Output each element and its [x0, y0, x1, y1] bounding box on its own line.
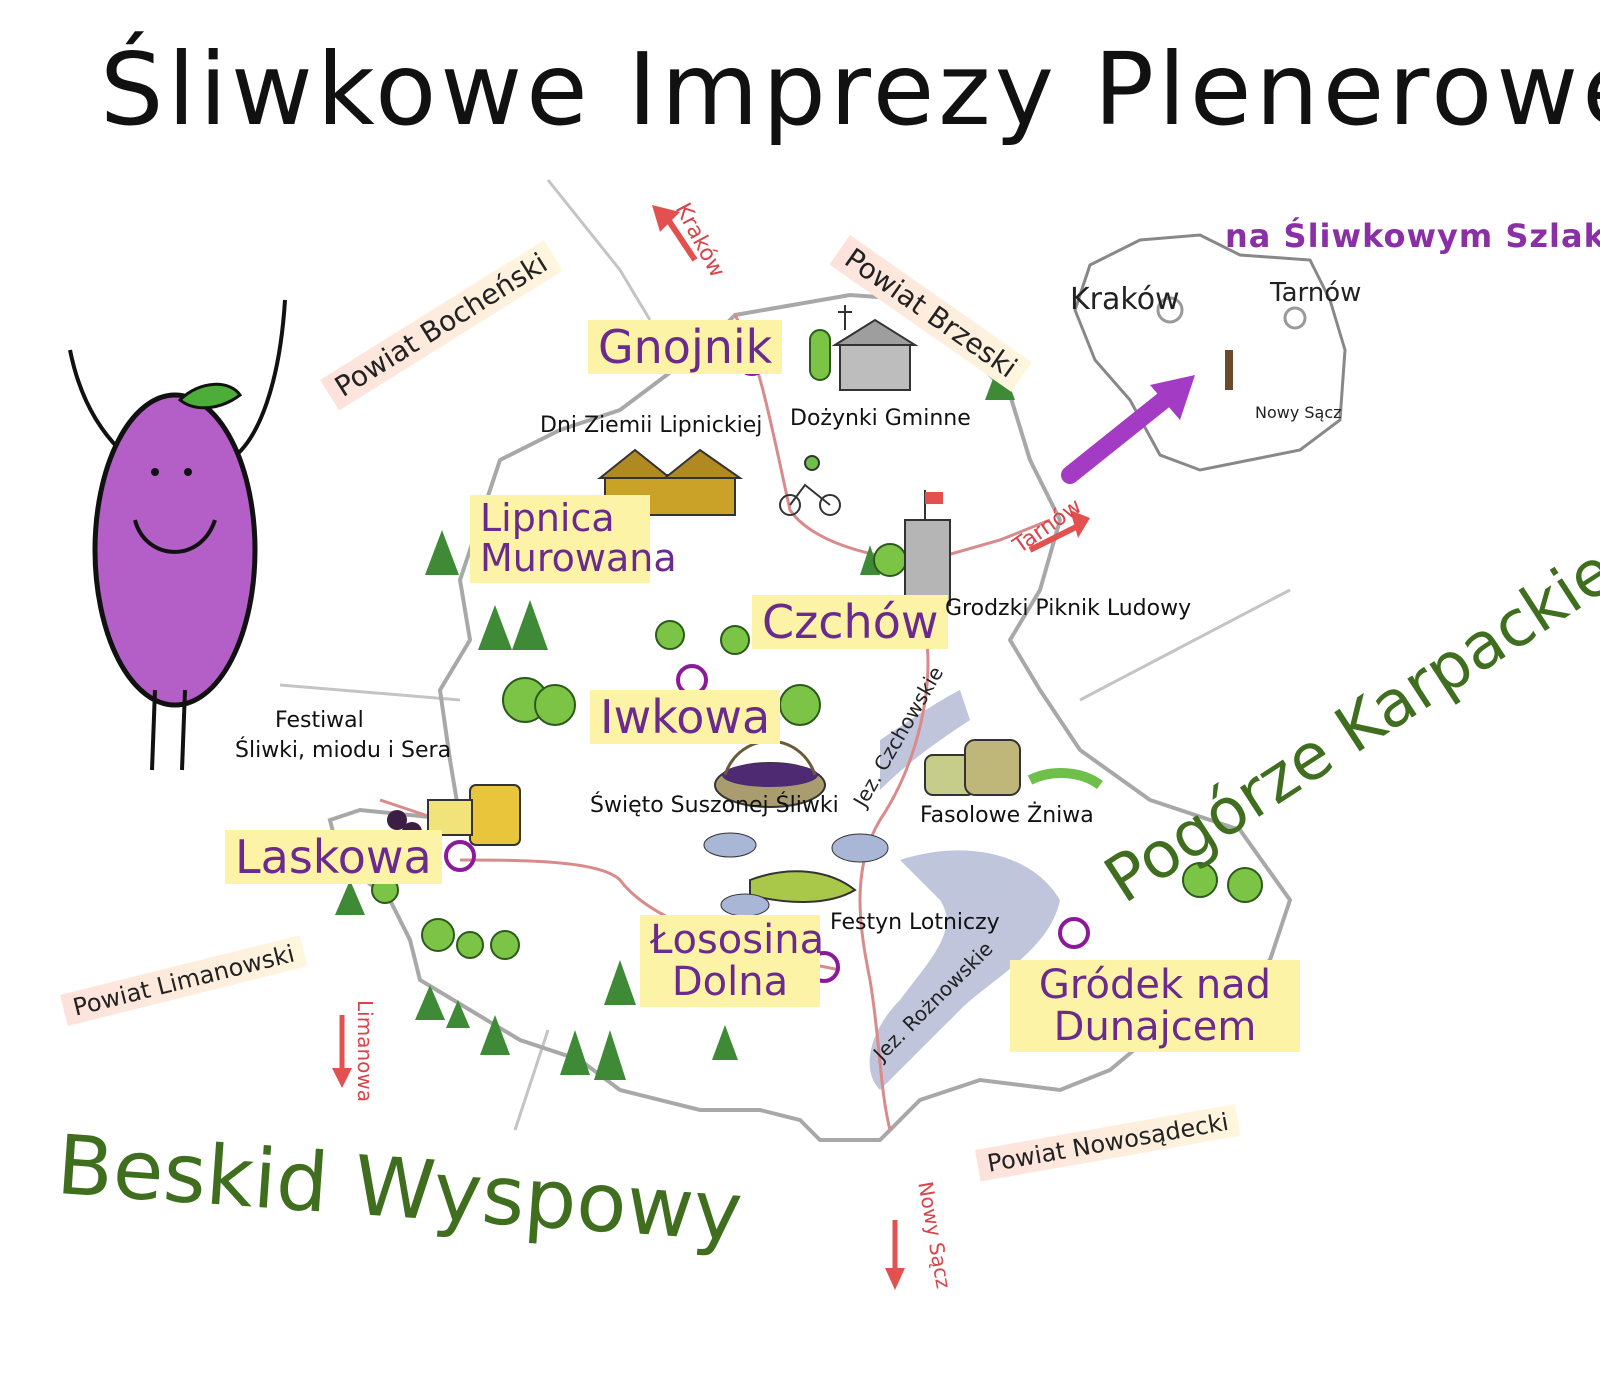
inset-arrow	[1061, 386, 1179, 484]
map-title: Śliwkowe Imprezy Plenerowe	[100, 31, 1600, 148]
town-laskowa: Laskowa	[225, 830, 442, 884]
event-swieto: Święto Suszonej Śliwki	[590, 793, 839, 818]
town-czchow: Czchów	[752, 595, 949, 649]
event-dozynki: Dożynki Gminne	[790, 406, 971, 431]
bean-sacks-icon	[924, 739, 1103, 796]
basket-icon	[714, 739, 826, 808]
lakes	[869, 690, 1060, 1090]
castle-tower-icon	[904, 490, 951, 606]
town-iwkowa: Iwkowa	[590, 690, 781, 744]
marker-laskowa	[444, 840, 476, 872]
inset-city-krakow: Kraków	[1070, 282, 1180, 317]
town-gnojnik: Gnojnik	[588, 320, 783, 374]
town-lipnica-murowana: Lipnica Murowana	[470, 495, 677, 583]
event-dni-ziemii: Dni Ziemii Lipnickiej	[540, 413, 763, 438]
event-festyn: Festyn Lotniczy	[830, 910, 1000, 935]
arrow-krakow	[662, 213, 698, 262]
arrow-krakow-head	[652, 205, 680, 232]
arrow-tarnow	[1028, 522, 1082, 553]
plane-icon	[703, 832, 889, 917]
inset-city-nowy-sacz: Nowy Sącz	[1255, 403, 1342, 422]
town-grodek-nad-dunajcem: Gródek nad Dunajcem	[1010, 960, 1300, 1052]
arrow-tarnow-head	[1070, 510, 1090, 538]
event-fasolowe: Fasolowe Żniwa	[920, 803, 1094, 828]
inset-city-tarnow: Tarnów	[1270, 278, 1362, 308]
event-piknik: Grodzki Piknik Ludowy	[945, 596, 1192, 621]
arrow-nowy-sacz-head	[885, 1268, 905, 1290]
direction-arrows	[332, 205, 1090, 1290]
church-icon	[831, 305, 919, 391]
commune-border	[327, 292, 1293, 1142]
marker-grodek	[1058, 917, 1090, 949]
inset-heading: na Śliwkowym Szlaku	[1225, 217, 1600, 255]
event-festiwal-line1: Festiwal	[275, 708, 364, 733]
cyclist-icon	[779, 455, 841, 516]
event-festiwal-line2: Śliwki, miodu i Sera	[235, 738, 452, 763]
inset-region-map	[1061, 233, 1347, 484]
direction-limanowa: Limanowa	[353, 1000, 377, 1102]
plum-mascot-icon	[68, 299, 287, 771]
town-lososina-dolna: Łososina Dolna	[640, 915, 824, 1007]
arrow-limanowa-head	[332, 1068, 352, 1088]
